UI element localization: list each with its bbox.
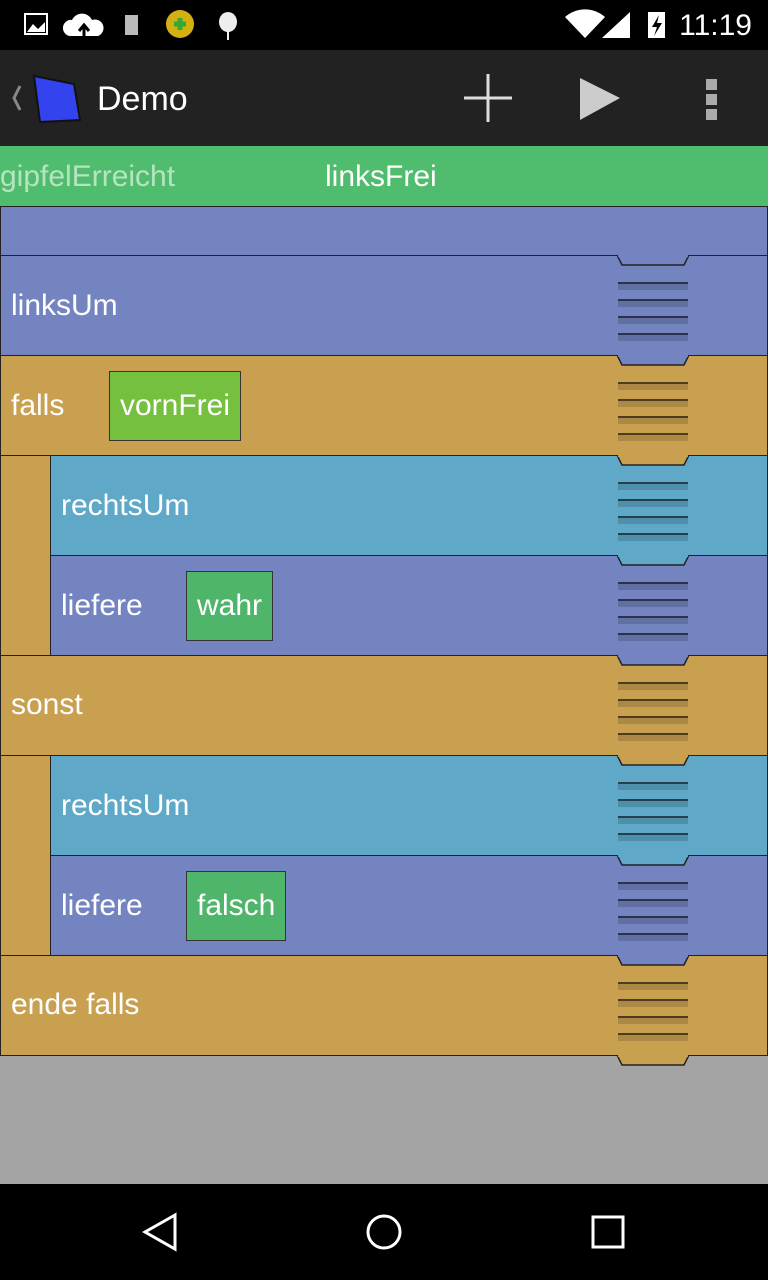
block-connector [617,555,689,566]
drag-handle[interactable] [618,282,688,350]
notification-icons [24,10,237,40]
value-falsch[interactable]: falsch [186,871,287,941]
program-header-block[interactable] [0,206,768,256]
block-connector [617,255,689,266]
block-label: sonst [11,688,83,721]
block-rechtsum[interactable]: rechtsUm [50,455,768,556]
procedure-tabs: gipfelErreicht linksFrei [0,146,768,206]
back-icon[interactable] [140,1212,180,1252]
play-button[interactable] [575,68,625,128]
block-sonst[interactable]: sonst [0,655,768,756]
else-branch-bar [0,755,51,956]
drag-handle[interactable] [618,682,688,750]
drag-handle[interactable] [618,482,688,550]
block-connector [617,855,689,866]
block-connector [617,755,689,766]
drag-handle[interactable] [618,782,688,850]
block-ende-falls[interactable]: ende falls [0,955,768,1056]
block-label: liefere [61,589,143,622]
block-connector [617,1055,689,1066]
block-connector [617,455,689,466]
block-connector [617,955,689,966]
recents-icon[interactable] [590,1214,630,1254]
block-label: liefere [61,889,143,922]
up-caret-icon [12,85,22,111]
drag-handle[interactable] [618,582,688,650]
tab-linksfrei[interactable]: linksFrei [325,160,437,193]
app-home-button[interactable] [0,50,90,146]
clock: 11:19 [679,9,752,42]
tab-gipfelerreicht[interactable]: gipfelErreicht [0,160,176,193]
navigation-bar [0,1184,768,1280]
block-label: ende falls [11,988,140,1021]
value-wahr[interactable]: wahr [186,571,274,641]
condition-vornfrei[interactable]: vornFrei [109,371,242,441]
app-logo-icon [32,74,82,124]
block-label: linksUm [11,289,118,322]
block-linksum[interactable]: linksUm [0,255,768,356]
if-branch-bar [0,455,51,656]
system-status-icons [565,9,665,38]
block-label: rechtsUm [61,789,190,822]
block-connector [617,355,689,366]
action-bar: Demo [0,50,768,146]
app-title: Demo [97,80,188,118]
drag-handle[interactable] [618,882,688,950]
overflow-menu-icon[interactable] [702,68,722,128]
block-rechtsum-2[interactable]: rechtsUm [50,755,768,856]
add-button[interactable] [458,68,518,128]
block-liefere-falsch[interactable]: liefere falsch [50,855,768,956]
home-icon[interactable] [364,1212,404,1252]
drag-handle[interactable] [618,382,688,450]
block-liefere-wahr[interactable]: liefere wahr [50,555,768,656]
block-connector [617,655,689,666]
block-label: falls [11,389,65,422]
block-falls[interactable]: falls vornFrei [0,355,768,456]
block-label: rechtsUm [61,489,190,522]
drag-handle[interactable] [618,982,688,1050]
status-bar: 11:19 [0,0,768,50]
